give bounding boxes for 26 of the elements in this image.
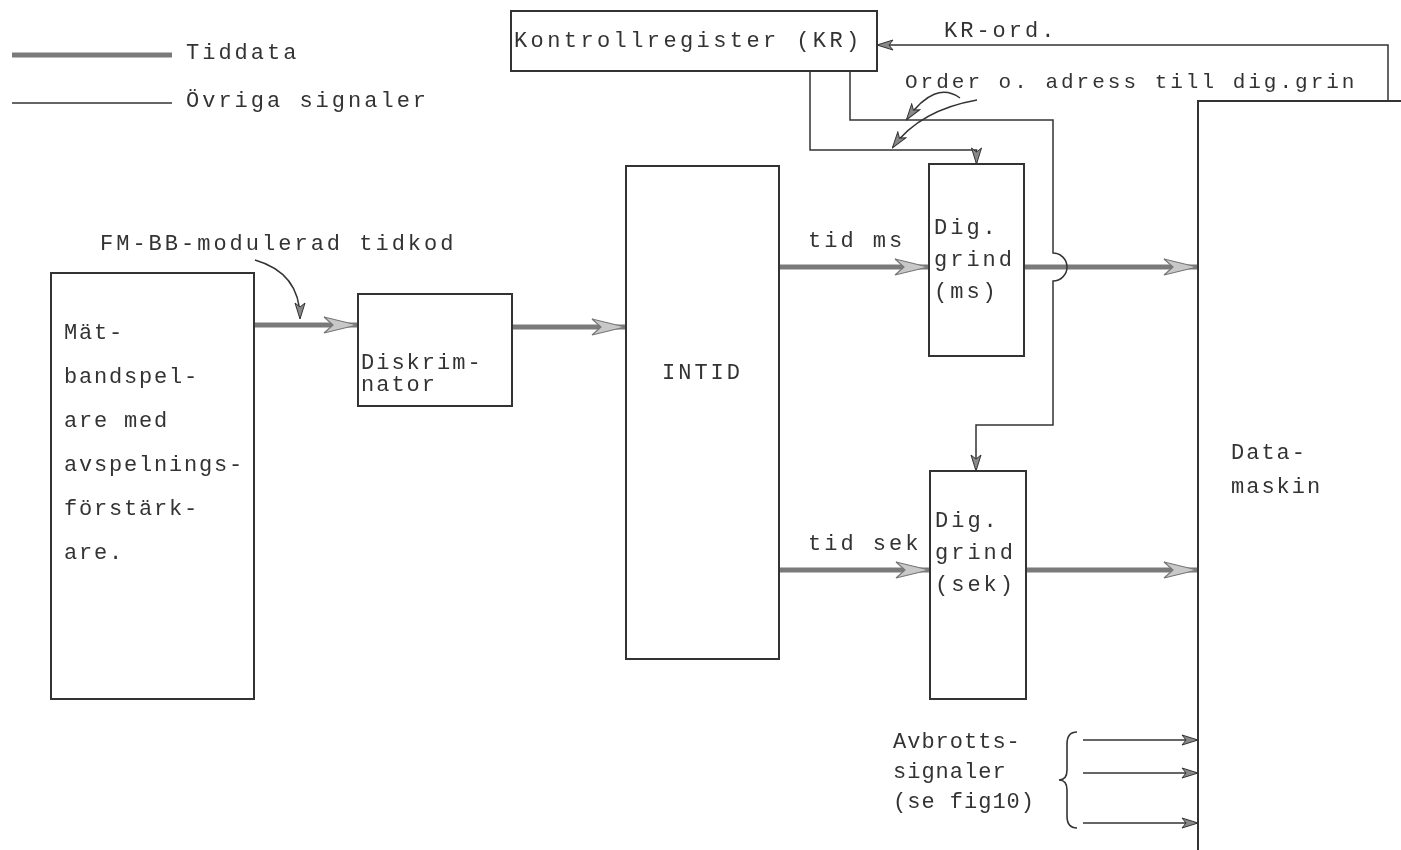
arrow (780, 258, 929, 276)
arrow (255, 316, 358, 334)
arrow (849, 71, 1068, 472)
register-box: Kontrollregister (KR) (510, 10, 878, 72)
gate-box: Dig. grind (ms) (928, 163, 1025, 357)
arrow (1082, 767, 1199, 779)
computer-box: Data- maskin (1197, 100, 1401, 850)
interrupt-signals-text: Avbrotts- signaler (se fig10) (893, 722, 1083, 832)
tape-recorder-box: Mät- bandspel- are med avspelnings- förstärk- are. (50, 272, 255, 700)
arrow (809, 71, 982, 165)
leader-arrow (891, 99, 978, 149)
discriminator-box: Diskrim- nator (357, 293, 513, 407)
arrow (1082, 734, 1199, 746)
gate-box: Dig. grind (sek) (929, 470, 1027, 700)
legend-text: Övriga signaler (186, 88, 430, 116)
leader-arrow (905, 91, 961, 121)
signal-label: Order o. adress till dig.grin (905, 70, 1381, 96)
arrow (1025, 258, 1198, 276)
arrow (513, 318, 626, 336)
arrow (780, 561, 930, 579)
signal-label: FM-BB-modulerad tidkod (100, 228, 500, 258)
arrow (1082, 817, 1199, 829)
arrow (1027, 561, 1198, 579)
intid-box: INTID (625, 165, 780, 660)
leader-arrow (254, 259, 305, 320)
legend-text: Tiddata (186, 40, 300, 68)
